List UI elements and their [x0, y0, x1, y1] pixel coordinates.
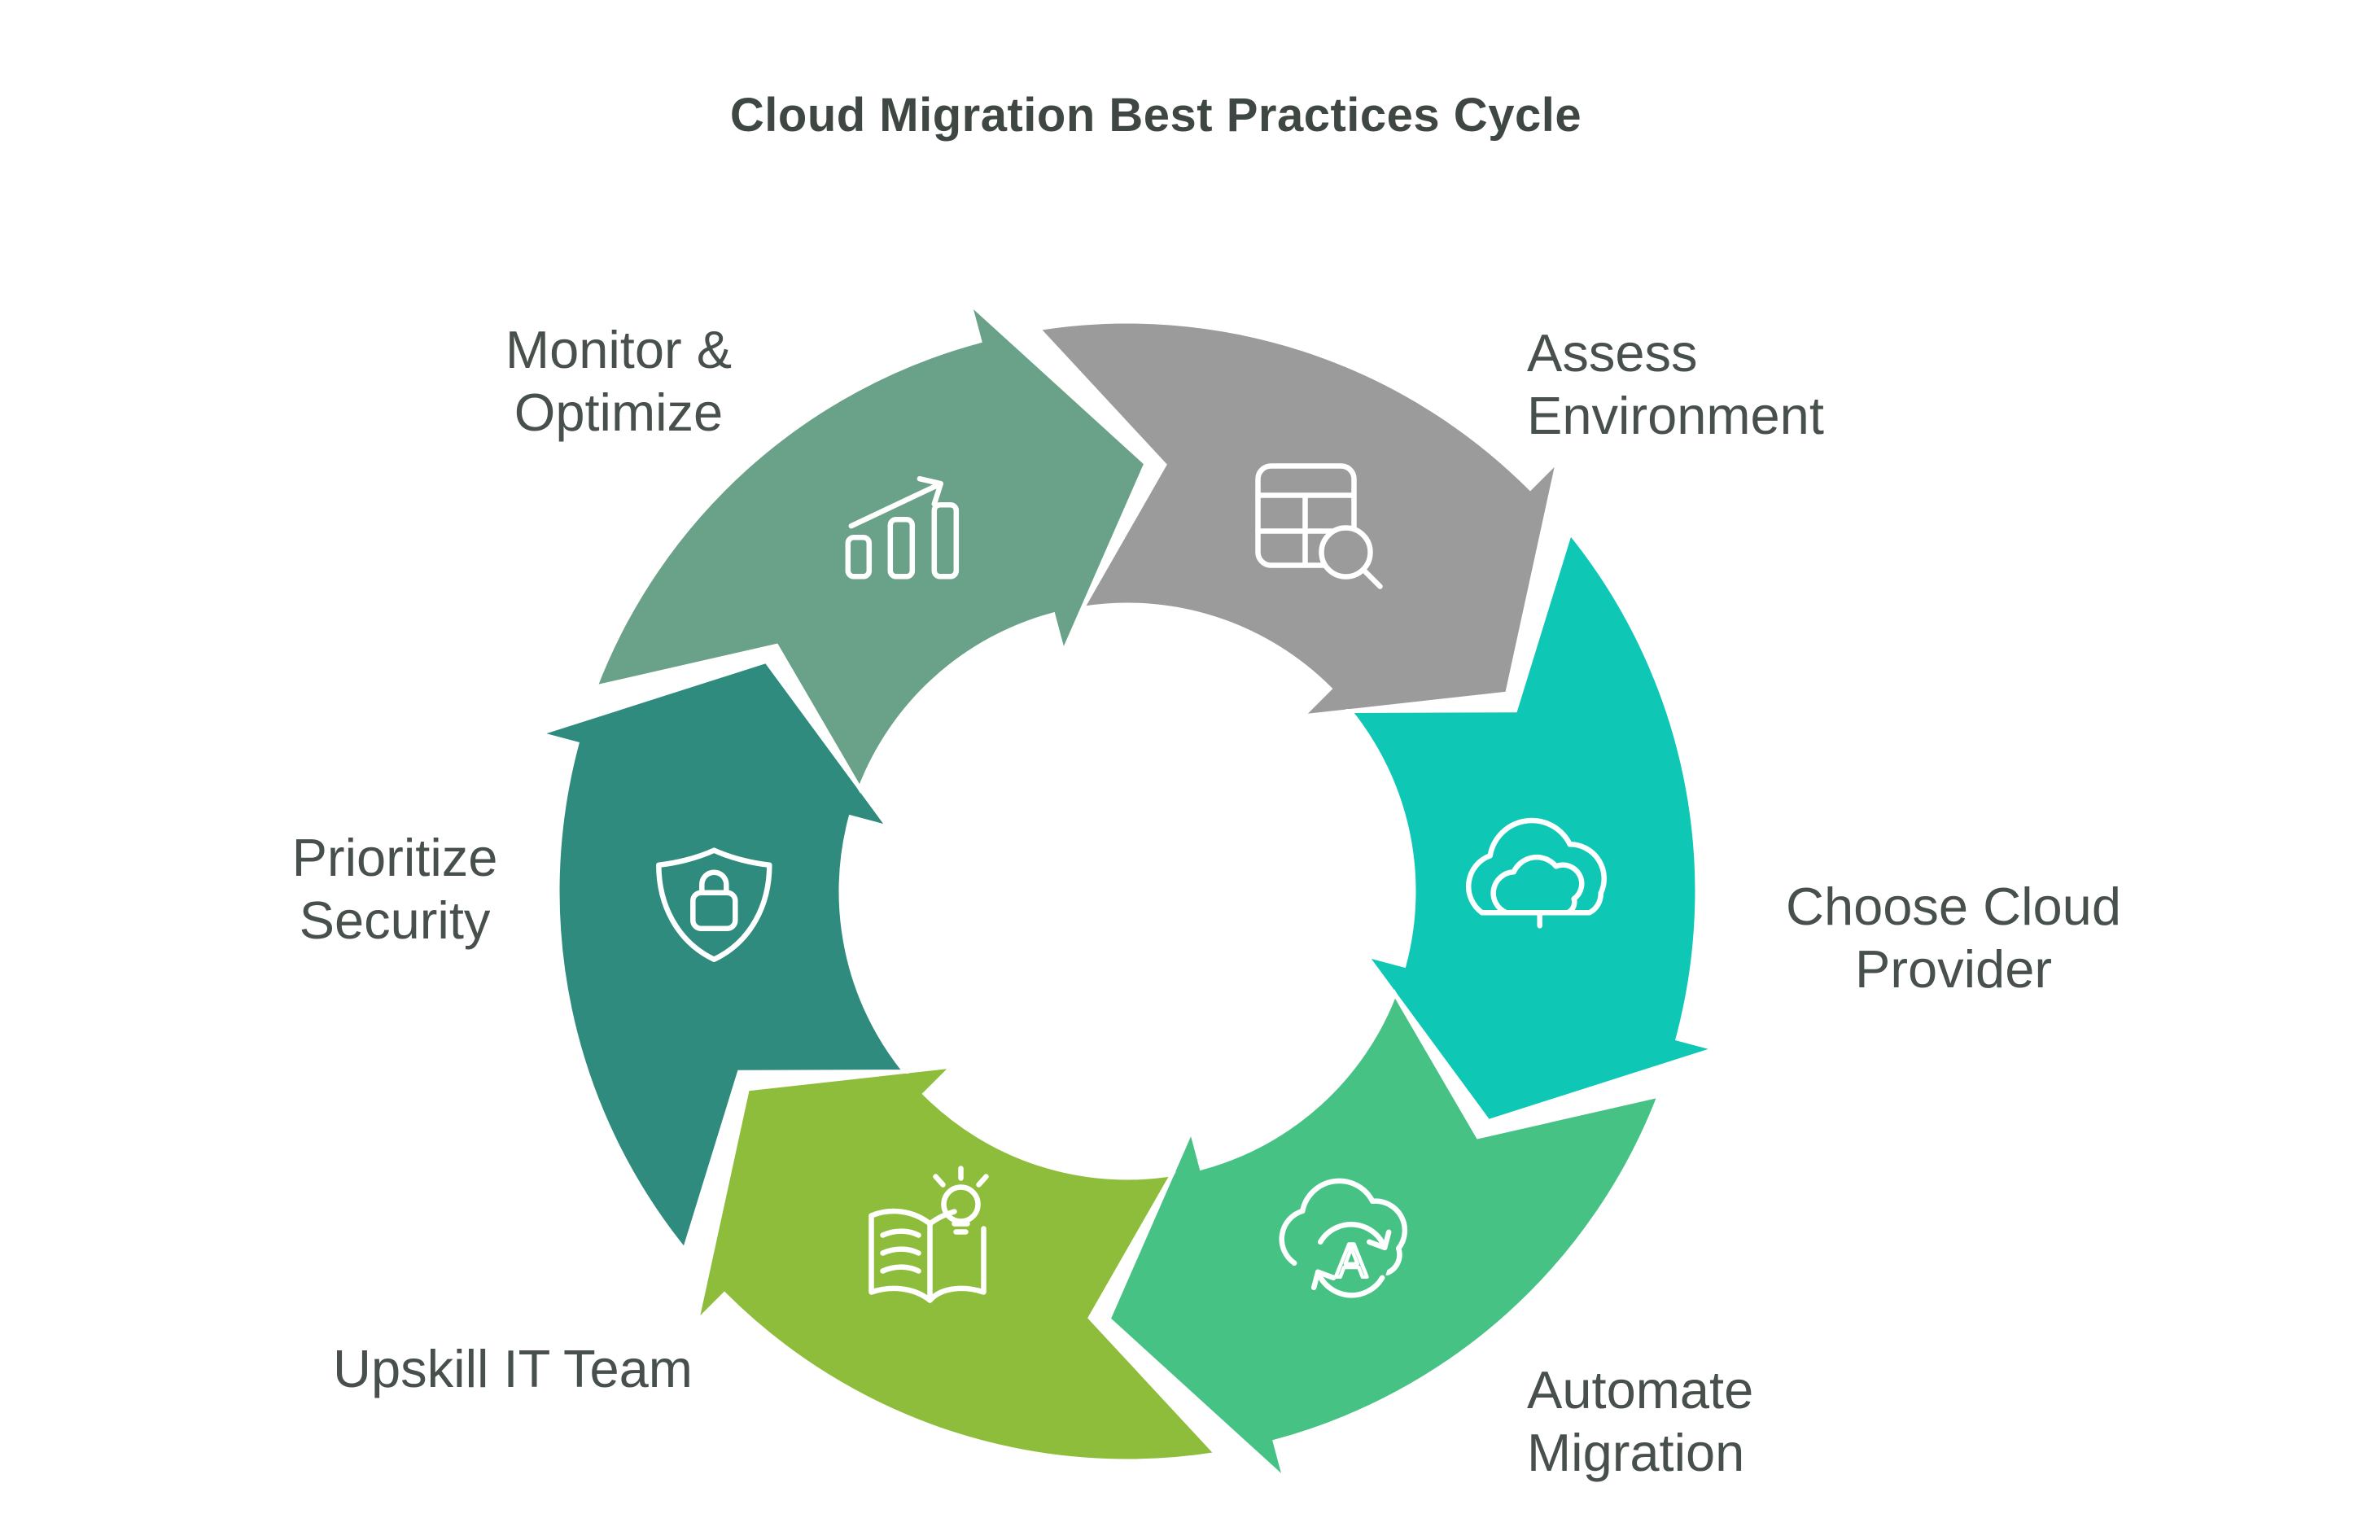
svg-text:A: A — [1336, 1235, 1367, 1288]
cloud-automate-icon: A — [1279, 1178, 1408, 1298]
step-label-assess-environment: Assess Environment — [1527, 323, 1824, 445]
step-label-automate-migration: Automate Migration — [1527, 1360, 1754, 1482]
step-label-upskill-it-team: Upskill IT Team — [333, 1339, 693, 1398]
segment-automate-migration — [1106, 989, 1663, 1486]
segment-choose-cloud-provider — [1345, 528, 1723, 1124]
growth-chart-icon — [845, 475, 960, 580]
diagram-title: Cloud Migration Best Practices Cycle — [729, 89, 1582, 142]
segment-upskill-it-team — [693, 1063, 1221, 1463]
step-label-monitor-optimize: Monitor & Optimize — [505, 320, 733, 442]
segment-assess-environment — [1034, 319, 1562, 720]
cloud-select-icon — [1466, 817, 1607, 929]
book-lightbulb-icon — [868, 1166, 989, 1303]
step-label-choose-cloud-provider: Choose Cloud Provider — [1786, 877, 2121, 999]
shield-lock-icon — [656, 847, 772, 962]
step-label-prioritize-security: Prioritize Security — [291, 828, 498, 950]
table-search-icon — [1255, 463, 1383, 589]
